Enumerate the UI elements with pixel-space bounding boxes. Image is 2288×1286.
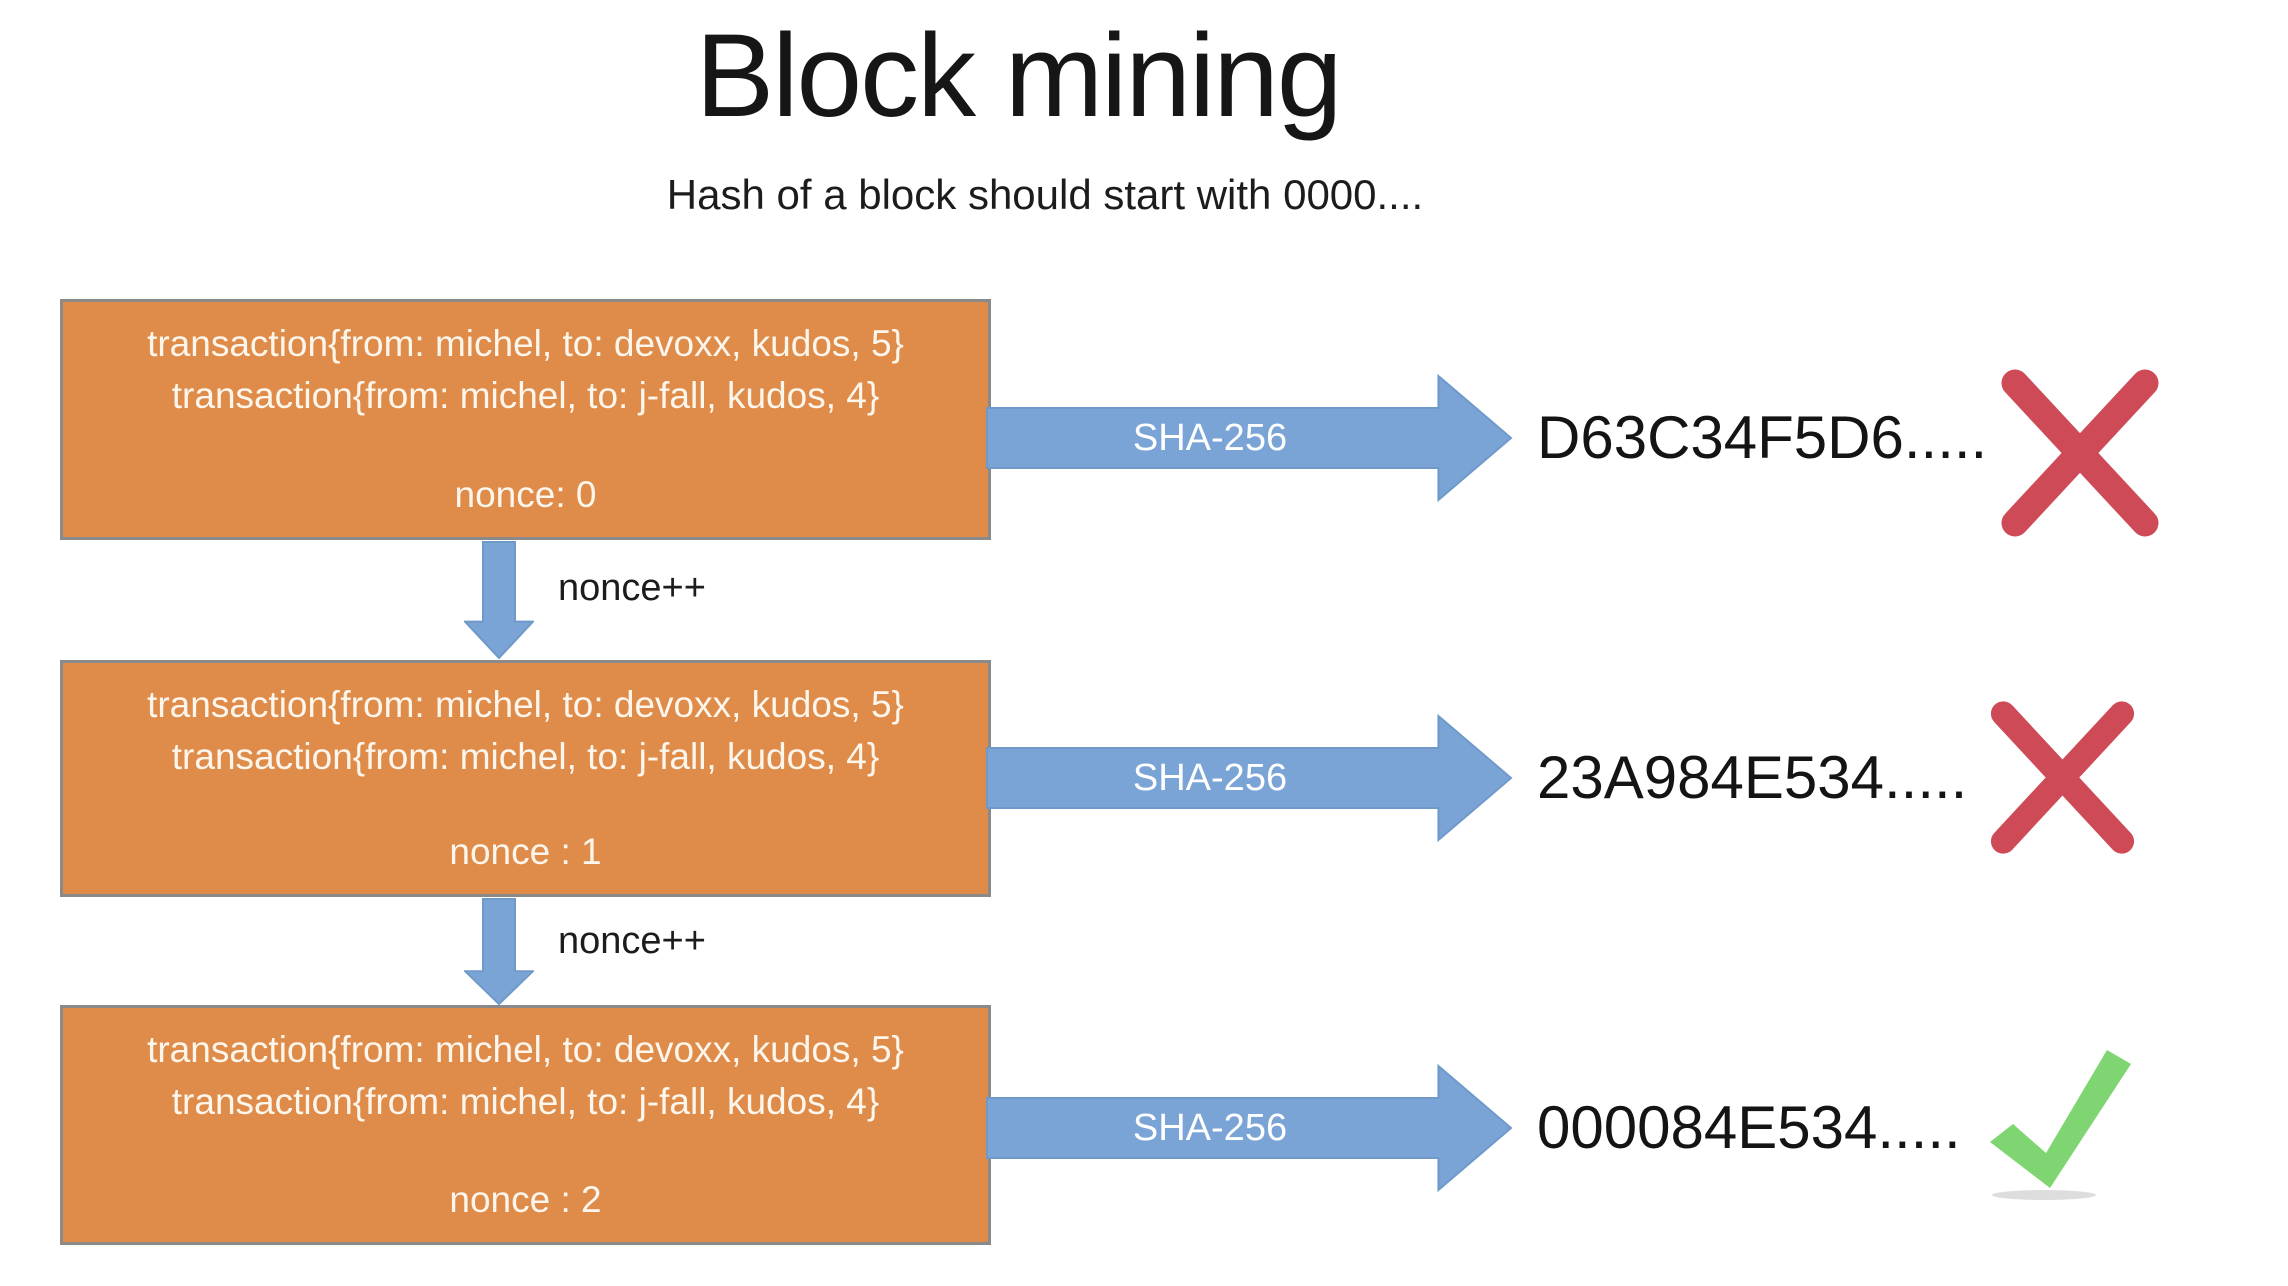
hash-output: 23A984E534..... <box>1537 744 1968 811</box>
nonce-value: nonce: 0 <box>454 474 597 515</box>
right-arrow-icon <box>986 373 1513 503</box>
block-nonce-2: transaction{from: michel, to: devoxx, ku… <box>60 1005 991 1245</box>
cross-icon <box>1990 701 2135 854</box>
hash-algorithm-label: SHA-256 <box>1132 417 1288 459</box>
transaction-line: transaction{from: michel, to: j-fall, ku… <box>171 375 880 416</box>
nonce-value: nonce : 1 <box>449 831 602 872</box>
hash-output: 000084E534..... <box>1537 1094 1961 1161</box>
nonce-value: nonce : 2 <box>449 1179 602 1220</box>
transaction-line: transaction{from: michel, to: devoxx, ku… <box>147 684 904 725</box>
transaction-line: transaction{from: michel, to: devoxx, ku… <box>147 1029 904 1070</box>
check-icon <box>1990 1050 2131 1200</box>
hash-output: D63C34F5D6..... <box>1537 404 1988 471</box>
block-nonce-0: transaction{from: michel, to: devoxx, ku… <box>60 299 991 540</box>
transaction-line: transaction{from: michel, to: j-fall, ku… <box>171 1081 880 1122</box>
nonce-increment-label: nonce++ <box>558 567 706 609</box>
page-subtitle: Hash of a block should start with 0000..… <box>666 171 1424 218</box>
transaction-line: transaction{from: michel, to: devoxx, ku… <box>147 323 904 364</box>
hash-algorithm-label: SHA-256 <box>1132 757 1288 799</box>
nonce-increment-label: nonce++ <box>558 920 706 962</box>
right-arrow-icon <box>986 1063 1513 1193</box>
page-title: Block mining <box>695 10 1343 142</box>
cross-icon <box>2001 369 2159 537</box>
down-arrow-icon <box>464 898 534 1005</box>
down-arrow-icon <box>464 541 534 659</box>
hash-algorithm-label: SHA-256 <box>1132 1107 1288 1149</box>
block-nonce-1: transaction{from: michel, to: devoxx, ku… <box>60 660 991 897</box>
transaction-line: transaction{from: michel, to: j-fall, ku… <box>171 736 880 777</box>
right-arrow-icon <box>986 713 1513 843</box>
